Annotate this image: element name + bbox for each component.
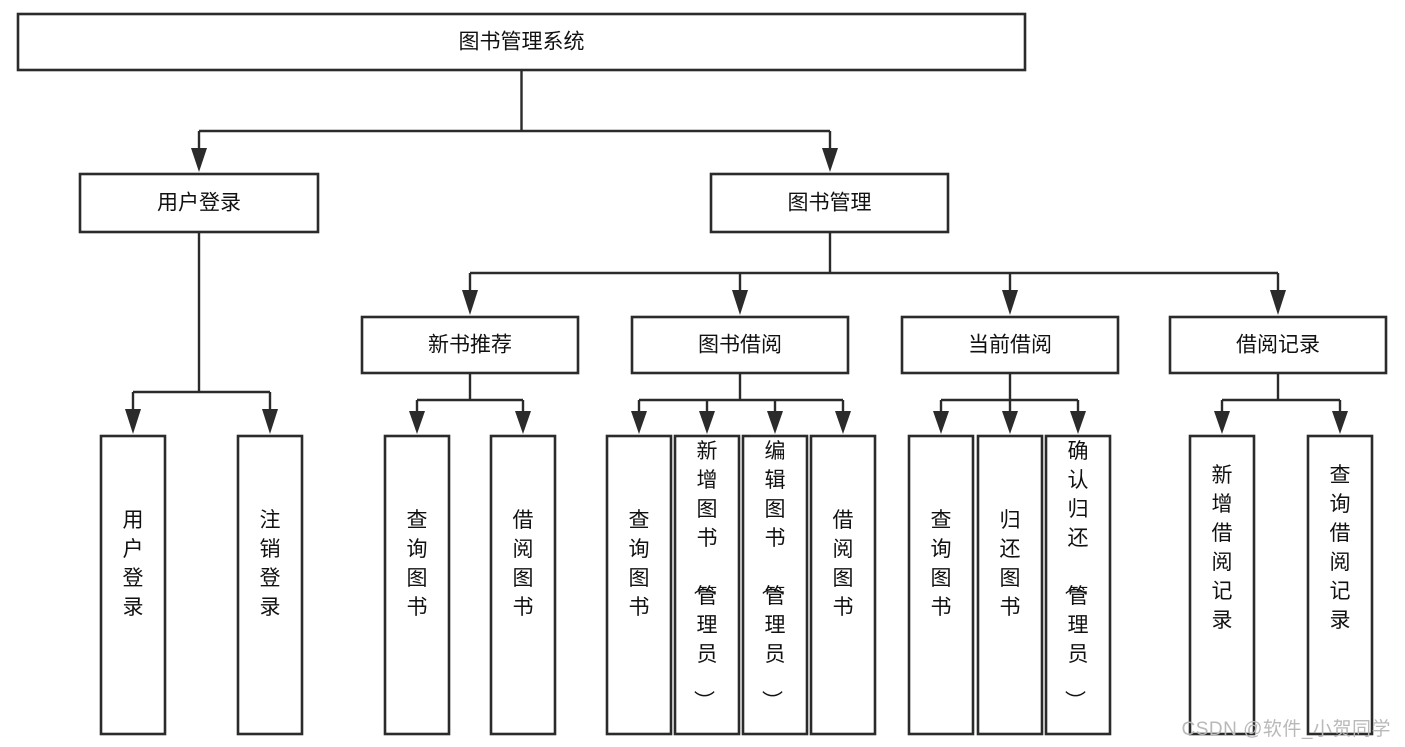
node-current-borrow[interactable]: 当前借阅 [900,315,1120,375]
leaf-label-borrow-book-2: 借阅图书 [833,509,854,619]
leaf-label-query-book-3: 查询图书 [931,509,952,619]
leaf-node[interactable]: 注销登录 [236,434,304,736]
leaf-node[interactable]: 借阅图书 [489,434,557,736]
node-new-book-recommend[interactable]: 新书推荐 [360,315,580,375]
node-new-book-recommend-label: 新书推荐 [428,334,512,357]
leaf-label-query-book-2: 查询图书 [629,509,650,619]
node-root[interactable]: 图书管理系统 [16,12,1027,72]
connector-currentborrow-to-leaves [933,373,1086,434]
node-user-login[interactable]: 用户登录 [78,172,320,234]
leaf-label-query-book-1: 查询图书 [407,509,428,619]
leaf-label-return-book: 归还图书 [1000,509,1021,619]
leaf-node[interactable]: 查询图书 [605,434,673,736]
node-book-borrow[interactable]: 图书借阅 [630,315,850,375]
leaf-node[interactable]: 新增借阅记录 [1188,434,1256,736]
leaf-node[interactable]: 查询图书 [907,434,975,736]
node-root-label: 图书管理系统 [459,31,585,54]
node-current-borrow-label: 当前借阅 [968,334,1052,357]
leaf-node[interactable]: 新增图书（管理员） [673,434,741,736]
leaf-label-borrow-book-1: 借阅图书 [513,509,534,619]
node-borrow-records[interactable]: 借阅记录 [1168,315,1388,375]
node-borrow-records-label: 借阅记录 [1236,334,1320,357]
leaf-node[interactable]: 用户登录 [99,434,167,736]
node-book-borrow-label: 图书借阅 [698,334,782,357]
leaf-label-query-borrow-record: 查询借阅记录 [1330,464,1351,632]
connector-root-to-level2 [191,70,838,172]
leaf-label-user-login: 用户登录 [123,509,144,619]
leaf-label-edit-book-admin: 编辑图书（管理员） [760,440,786,711]
connector-borrowrecords-to-leaves [1214,373,1348,434]
connector-userlogin-to-leaves [125,232,278,434]
leaf-label-confirm-return-admin: 确认归还（管理员） [1063,440,1089,711]
leaf-node[interactable]: 查询借阅记录 [1306,434,1374,736]
leaf-node[interactable]: 归还图书 [976,434,1044,736]
leaf-label-add-borrow-record: 新增借阅记录 [1212,464,1233,632]
leaf-node[interactable]: 确认归还（管理员） [1044,434,1112,736]
leaf-label-logout: 注销登录 [260,509,281,619]
leaf-node[interactable]: 编辑图书（管理员） [741,434,809,736]
leaf-node[interactable]: 借阅图书 [809,434,877,736]
leaf-label-add-book-admin: 新增图书（管理员） [692,440,718,711]
leaf-node[interactable]: 查询图书 [383,434,451,736]
node-book-management-label: 图书管理 [788,192,872,215]
node-user-login-label: 用户登录 [157,192,241,215]
connector-bookmgmt-to-level3 [462,232,1286,315]
connector-newbook-to-leaves [409,373,531,434]
node-book-management[interactable]: 图书管理 [709,172,950,234]
csdn-watermark: CSDN @软件_小贺同学 [1181,719,1391,740]
connector-bookborrow-to-leaves [631,373,851,434]
